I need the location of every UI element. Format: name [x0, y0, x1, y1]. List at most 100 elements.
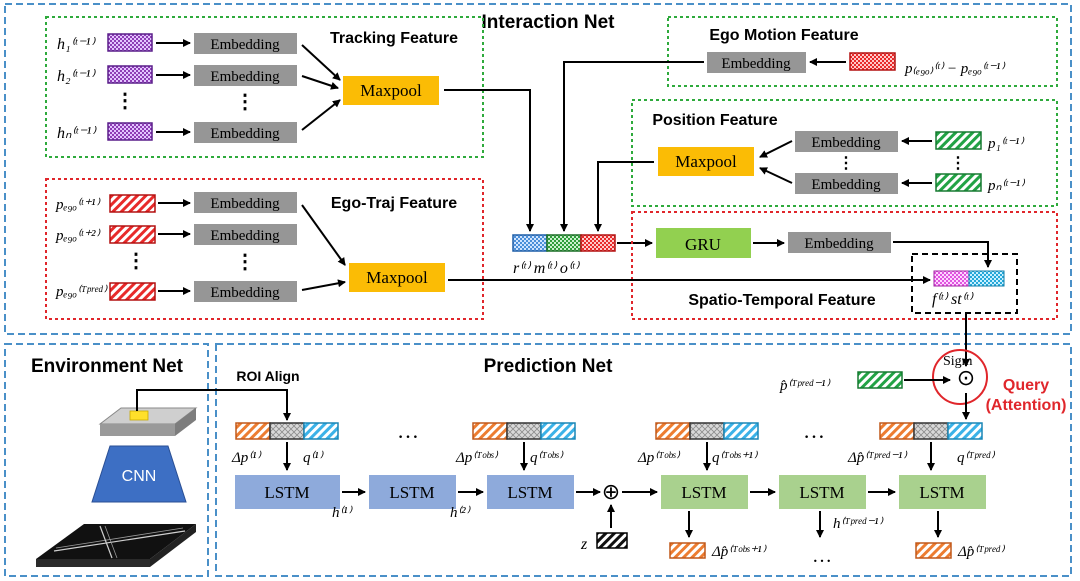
position-embedding-vdots: ⋮	[838, 155, 854, 172]
roi-vector-obs	[506, 422, 542, 440]
tracking-vector-n	[107, 122, 153, 141]
lstm-block-4	[661, 475, 748, 509]
gru-label: GRU	[685, 235, 721, 254]
tracking-maxpool-label: Maxpool	[360, 81, 422, 100]
arrow	[301, 99, 341, 131]
cnn-label: CNN	[122, 468, 157, 485]
f-vector	[933, 270, 970, 287]
lstm-block-obs	[487, 475, 574, 509]
h1-label: h⁽¹⁾	[332, 505, 353, 521]
p-hat-vector	[857, 371, 903, 389]
q-vector-1	[303, 422, 339, 440]
position-maxpool	[658, 147, 754, 176]
h2-label: h⁽²⁾	[450, 505, 471, 521]
ego-traj-vdots: ⋮	[126, 250, 146, 272]
ego-traj-maxpool	[349, 263, 445, 292]
roi-vector-1	[269, 422, 305, 440]
arrow	[301, 75, 339, 90]
delta-p-vector-pred	[879, 422, 915, 440]
road-map-image	[36, 524, 196, 567]
tracking-embedding-n-label: Embedding	[210, 126, 280, 142]
q-1-label: q⁽¹⁾	[303, 450, 324, 466]
st-vector	[968, 270, 1005, 287]
lstm-5-label: LSTM	[799, 483, 844, 502]
arrow	[759, 140, 793, 158]
tracking-input-2-label: h₂⁽ᵗ⁻¹⁾	[57, 68, 96, 85]
ego-motion-feature-group	[667, 16, 1058, 87]
position-embedding-1-label: Embedding	[811, 135, 881, 151]
ego-traj-vector-1	[109, 194, 156, 213]
ego-traj-embedding-vdots: ⋮	[235, 251, 255, 273]
delta-p-1-label: Δp⁽¹⁾	[231, 450, 261, 466]
query-label-line2: (Attention)	[986, 397, 1067, 414]
position-input-n-label: pₙ⁽ᵗ⁻¹⁾	[987, 178, 1025, 194]
lstm-pred-label: LSTM	[919, 483, 964, 502]
ego-traj-input-n-label: pₑ₉ₒ⁽ᵀᵖʳᵉᵈ⁾	[55, 284, 108, 300]
h-pred1-label: h⁽ᵀᵖʳᵉᵈ⁻¹⁾	[833, 516, 884, 532]
ego-traj-feature-label: Ego-Traj Feature	[331, 195, 457, 212]
tracking-vector-2	[107, 65, 153, 84]
lstm-block-pred	[899, 475, 986, 509]
q-obs1-label: q⁽ᵀᵒᵇˢ⁺¹⁾	[712, 450, 758, 466]
lstm-block-1	[235, 475, 340, 509]
output-pred-label: Δp̂⁽ᵀᵖʳᵉᵈ⁾	[957, 544, 1005, 560]
lstm-2-label: LSTM	[389, 483, 434, 502]
arrow	[301, 204, 346, 266]
tracking-vector-1	[107, 33, 153, 52]
ego-traj-embedding-2	[194, 224, 297, 245]
arrow	[136, 389, 291, 421]
ego-motion-feature-label: Ego Motion Feature	[709, 27, 858, 44]
tracking-input-n-label: hₙ⁽ᵗ⁻¹⁾	[57, 125, 97, 142]
tracking-vdots: ⋮	[115, 90, 135, 112]
position-vector-n	[935, 173, 982, 192]
ego-traj-input-2-label: pₑ₉ₒ⁽ᵗ⁺²⁾	[55, 228, 101, 244]
roi-vector-pred	[913, 422, 949, 440]
lstm-obs-label: LSTM	[507, 483, 552, 502]
ego-traj-embedding-1	[194, 192, 297, 213]
position-input-1-label: p₁⁽ᵗ⁻¹⁾	[987, 136, 1024, 152]
ego-motion-embedding-label: Embedding	[721, 56, 791, 72]
spatio-temporal-embedding-label: Embedding	[804, 236, 874, 252]
tracking-maxpool	[343, 76, 439, 105]
tracking-embedding-vdots: ⋮	[235, 91, 255, 113]
arrow	[893, 241, 992, 268]
tracking-embedding-2	[194, 65, 297, 86]
delta-p-vector-1	[235, 422, 271, 440]
ego-traj-embedding-1-label: Embedding	[210, 196, 280, 212]
map-patch	[98, 407, 198, 436]
tracking-embedding-1	[194, 33, 297, 54]
ego-traj-feature-group	[45, 178, 484, 320]
arrow	[560, 61, 704, 232]
gru-block	[656, 228, 751, 258]
q-obs-label: q⁽ᵀᵒᵇˢ⁾	[530, 450, 563, 466]
z-vector	[596, 532, 628, 549]
m-vector	[546, 234, 582, 252]
ego-traj-embedding-n-label: Embedding	[210, 285, 280, 301]
tracking-input-1-label: h₁⁽ᵗ⁻¹⁾	[57, 36, 96, 53]
position-embedding-n	[795, 173, 898, 194]
q-vector-obs1	[723, 422, 759, 440]
r-vector	[512, 234, 548, 252]
arrow	[444, 89, 534, 232]
position-maxpool-label: Maxpool	[675, 152, 737, 171]
ego-traj-embedding-2-label: Embedding	[210, 228, 280, 244]
arrow	[301, 44, 341, 81]
tracking-embedding-n	[194, 122, 297, 143]
position-embedding-1	[795, 131, 898, 152]
ego-traj-vector-2	[109, 225, 156, 244]
rmo-label: r⁽ᵗ⁾ m⁽ᵗ⁾ o⁽ᵗ⁾	[513, 260, 580, 277]
lstm-block-5	[779, 475, 866, 509]
position-feature-label: Position Feature	[652, 112, 777, 129]
lstm-1-label: LSTM	[264, 483, 309, 502]
output-vector-pred	[915, 542, 952, 559]
tracking-feature-label: Tracking Feature	[330, 30, 458, 47]
query-attention-circle	[932, 349, 988, 405]
tracking-embedding-2-label: Embedding	[210, 69, 280, 85]
environment-net-panel	[4, 343, 209, 577]
delta-p-vector-obs2	[655, 422, 691, 440]
arrow	[301, 279, 346, 291]
ego-motion-embedding	[707, 52, 806, 73]
spatio-temporal-embedding	[788, 232, 891, 253]
